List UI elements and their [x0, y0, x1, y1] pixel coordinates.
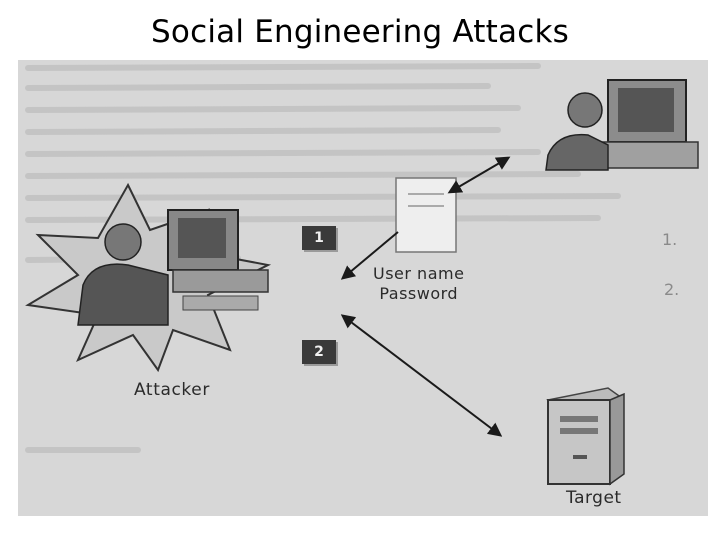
diagram-illustration: [25, 63, 699, 486]
arrow-attacker-to-target: [340, 314, 503, 437]
password-text: Password: [379, 284, 459, 303]
arrow-user-to-document: [447, 156, 511, 194]
target-label: Target: [566, 488, 622, 508]
attacker-person-icon: [77, 223, 169, 326]
attacker-computer-icon: [167, 209, 269, 311]
username-text: User name: [373, 264, 465, 283]
arrow-document-to-attacker: [340, 231, 399, 280]
margin-number-1: 1.: [662, 230, 678, 249]
target-server-icon: [546, 387, 625, 486]
attacker-label: Attacker: [134, 380, 210, 400]
margin-number-2: 2.: [664, 280, 680, 299]
user-workstation-icon: [545, 79, 699, 171]
step-badge-1: 1: [302, 226, 336, 250]
diagram-photo: 1 2 User name Password Attacker Target 1…: [18, 60, 708, 516]
slide-title: Social Engineering Attacks: [151, 14, 569, 50]
credential-document-icon: [395, 177, 457, 253]
credentials-label: User name Password: [373, 264, 464, 304]
step-badge-2: 2: [302, 340, 336, 364]
